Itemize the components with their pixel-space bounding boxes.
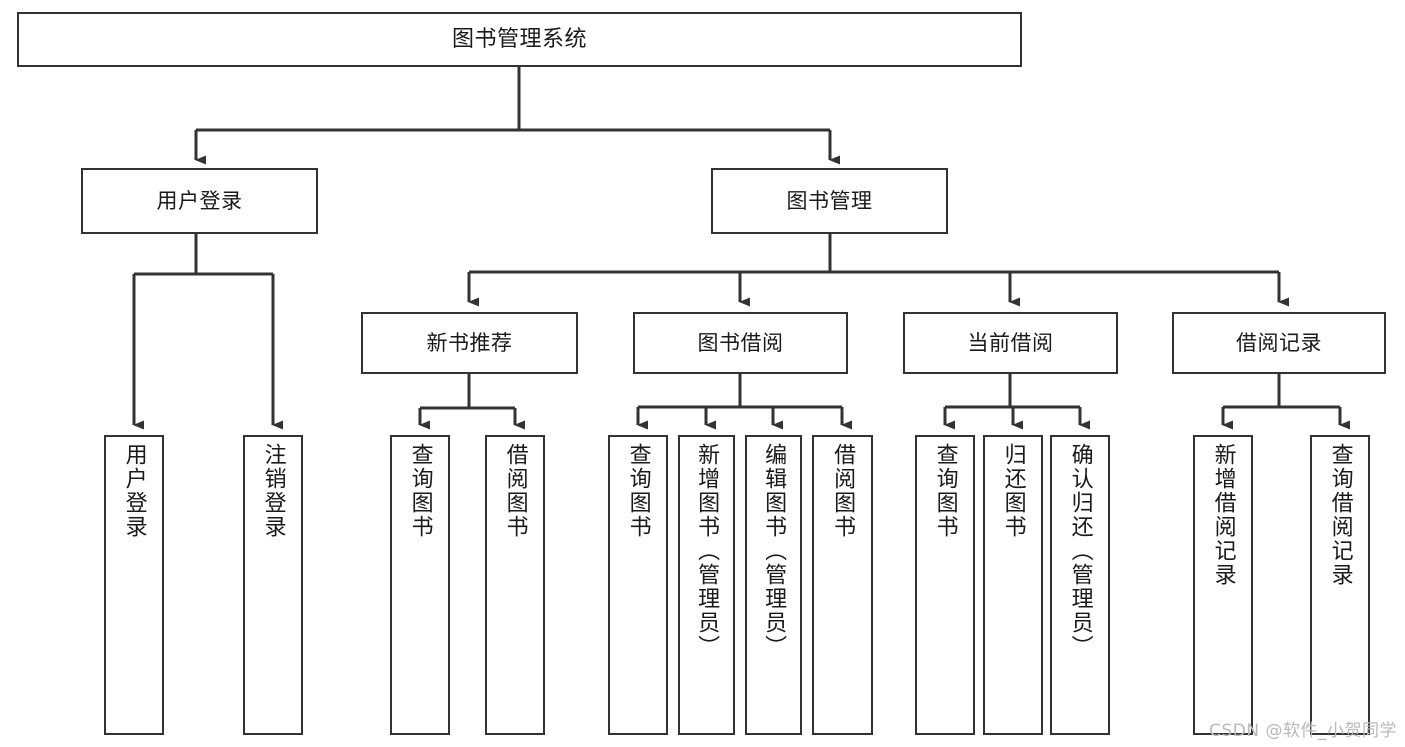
node-label: 借阅图书	[502, 443, 528, 539]
node-leaf-query-book-3[interactable]: 查询图书	[915, 435, 975, 735]
node-leaf-query-book-1[interactable]: 查询图书	[390, 435, 450, 735]
node-leaf-borrow-book-2[interactable]: 借阅图书	[812, 435, 873, 735]
node-leaf-confirm-return[interactable]: 确认归还（管理员）	[1050, 435, 1110, 735]
node-leaf-borrow-book-1[interactable]: 借阅图书	[485, 435, 545, 735]
node-book-borrow[interactable]: 图书借阅	[633, 312, 848, 374]
node-root-system[interactable]: 图书管理系统	[17, 12, 1022, 67]
node-current-borrow[interactable]: 当前借阅	[903, 312, 1118, 374]
node-label: 确认归还（管理员）	[1067, 443, 1093, 659]
node-leaf-query-book-2[interactable]: 查询图书	[608, 435, 668, 735]
node-book-manage[interactable]: 图书管理	[711, 168, 948, 234]
node-label: 编辑图书（管理员）	[761, 443, 787, 659]
node-label: 查询图书	[625, 443, 651, 539]
node-label: 新增图书（管理员）	[694, 443, 720, 659]
node-label: 借阅图书	[830, 443, 856, 539]
node-label: 新书推荐	[426, 330, 513, 355]
node-leaf-add-record[interactable]: 新增借阅记录	[1193, 435, 1253, 735]
node-label: 归还图书	[1000, 443, 1026, 539]
node-user-login[interactable]: 用户登录	[81, 168, 318, 234]
node-label: 图书管理	[786, 188, 873, 213]
node-leaf-user-login[interactable]: 用户登录	[104, 435, 164, 735]
node-label: 查询借阅记录	[1327, 443, 1353, 587]
node-label: 用户登录	[156, 188, 243, 213]
node-label: 借阅记录	[1236, 330, 1322, 355]
csdn-watermark: CSDN @软件_小贺同学	[1209, 721, 1397, 741]
node-label: 用户登录	[121, 443, 147, 539]
node-label: 图书管理系统	[451, 26, 587, 52]
node-label: 当前借阅	[967, 330, 1054, 355]
node-borrow-record[interactable]: 借阅记录	[1172, 312, 1386, 374]
node-new-book-rec[interactable]: 新书推荐	[361, 312, 578, 374]
node-label: 查询图书	[932, 443, 958, 539]
node-leaf-logout[interactable]: 注销登录	[243, 435, 303, 735]
node-label: 图书借阅	[697, 330, 784, 355]
node-label: 注销登录	[260, 443, 286, 539]
node-leaf-add-book[interactable]: 新增图书（管理员）	[678, 435, 735, 735]
node-leaf-return-book[interactable]: 归还图书	[983, 435, 1043, 735]
node-leaf-query-record[interactable]: 查询借阅记录	[1310, 435, 1370, 735]
node-label: 新增借阅记录	[1210, 443, 1236, 587]
node-label: 查询图书	[407, 443, 433, 539]
node-leaf-edit-book[interactable]: 编辑图书（管理员）	[745, 435, 802, 735]
